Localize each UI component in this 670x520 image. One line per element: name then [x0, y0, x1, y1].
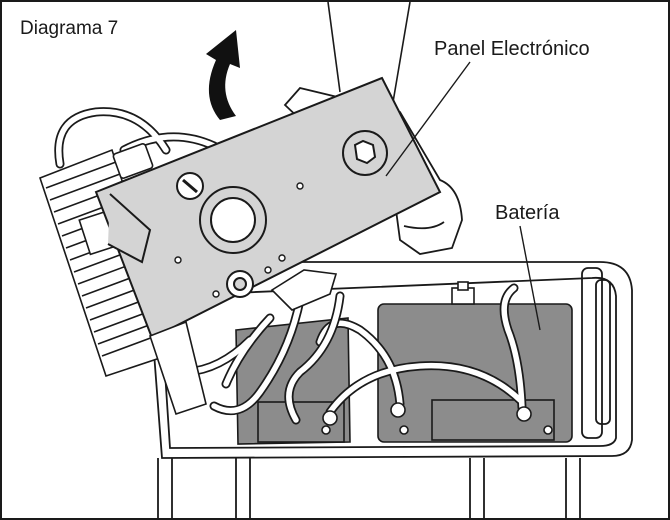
cable-connector	[112, 143, 154, 179]
wire-terminals	[322, 402, 532, 426]
leader-lines	[385, 61, 541, 331]
housing-legs	[157, 458, 581, 520]
rotation-arrow-icon	[206, 30, 240, 120]
diagram-title: Diagrama 7	[20, 18, 119, 39]
battery-label: Batería	[495, 202, 560, 224]
panel-label: Panel Electrónico	[434, 38, 590, 60]
electronic-panel	[94, 76, 442, 340]
panel-brackets	[149, 269, 338, 416]
panel-holes	[174, 182, 304, 298]
top-support-lines	[327, 1, 411, 109]
battery-block	[377, 281, 573, 443]
